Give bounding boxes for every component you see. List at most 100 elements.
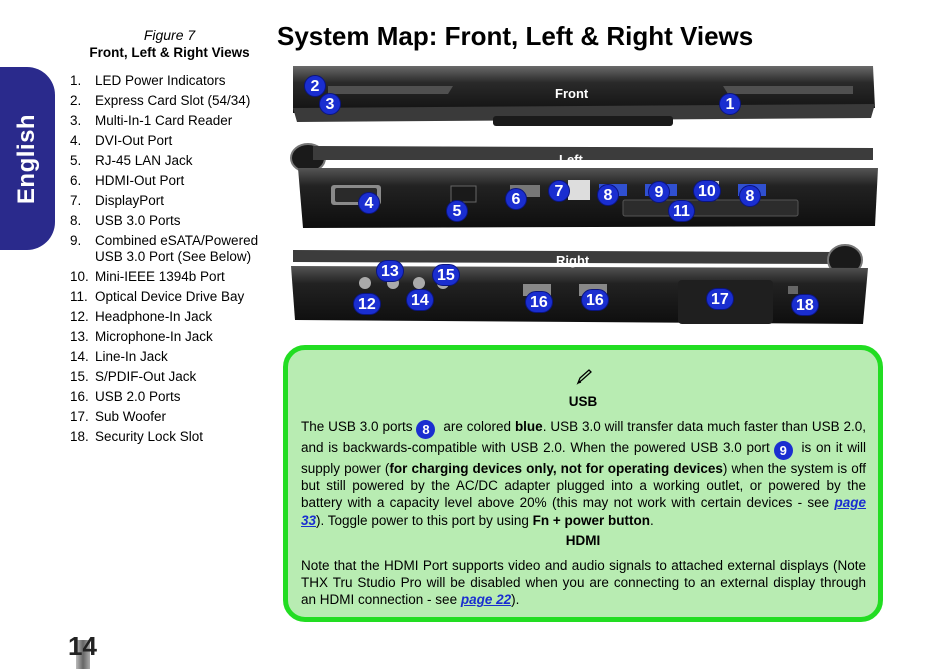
legend-num: 5. — [70, 152, 82, 168]
usb-text-bold: Fn + power button — [532, 512, 651, 528]
legend-num: 17. — [70, 409, 89, 425]
callout-badge: 9 — [648, 181, 670, 203]
legend-item: 14. Line-In Jack — [70, 349, 270, 366]
legend-text: Headphone-In Jack — [95, 309, 213, 325]
callout-badge: 6 — [505, 188, 527, 210]
usb-text-bold: blue — [514, 419, 543, 434]
callout-badge: 14 — [406, 289, 434, 311]
language-tab: English — [0, 67, 55, 250]
callout-badge: 10 — [693, 180, 721, 202]
legend-item: 17. Sub Woofer — [70, 409, 270, 426]
page-title: System Map: Front, Left & Right Views — [277, 21, 754, 51]
legend-text: HDMI-Out Port — [95, 172, 185, 188]
page-number-bar — [76, 640, 90, 669]
hdmi-text: ). — [511, 592, 520, 608]
usb3-port-badge: 8 — [416, 420, 436, 439]
front-view-image: Front 2 3 1 — [283, 58, 883, 133]
callout-badge: 12 — [353, 293, 381, 315]
right-view-image: Right 13 15 12 14 16 16 17 18 — [283, 238, 883, 328]
callout-badge: 11 — [668, 200, 695, 222]
callout-badge: 16 — [525, 291, 553, 313]
legend-num: 4. — [70, 132, 82, 148]
usb-text: . USB 3.0 will transfer data much faster… — [301, 419, 866, 455]
legend-item: 9. Combined eSATA/Powered USB 3.0 Port (S… — [70, 233, 270, 266]
legend-num: 9. — [70, 232, 82, 248]
legend-num: 2. — [70, 92, 82, 108]
legend-item: 15. S/PDIF-Out Jack — [70, 369, 270, 386]
legend-text: RJ-45 LAN Jack — [95, 152, 193, 168]
hdmi-paragraph: Note that the HDMI Port supports video a… — [301, 557, 866, 609]
hdmi-text: Note that the HDMI Port supports video a… — [301, 558, 866, 608]
legend-text: Security Lock Slot — [95, 429, 204, 445]
legend-num: 18. — [70, 429, 89, 445]
legend-text: Optical Device Drive Bay — [95, 289, 245, 305]
legend-item: 11. Optical Device Drive Bay — [70, 289, 270, 306]
legend-text: USB 3.0 Ports — [95, 212, 181, 228]
figure-title: Front, Left & Right Views — [89, 45, 250, 60]
page-number: 14 — [68, 631, 97, 661]
figure-caption: Figure 7 Front, Left & Right Views — [72, 27, 267, 61]
legend-text: Mini-IEEE 1394b Port — [95, 269, 225, 285]
legend-num: 15. — [70, 369, 89, 385]
legend-item: 16. USB 2.0 Ports — [70, 389, 270, 406]
callout-badge: 17 — [706, 288, 734, 310]
powered-usb-port-badge: 9 — [773, 441, 793, 460]
legend-num: 16. — [70, 389, 89, 405]
usb-text: is on it will supply power ( — [301, 440, 866, 476]
page-22-link[interactable]: page 22 — [460, 592, 512, 608]
usb-text: . — [650, 512, 654, 528]
page-33-link[interactable]: page 33 — [301, 495, 866, 528]
legend-text: S/PDIF-Out Jack — [95, 369, 197, 385]
callout-badge: 18 — [791, 294, 819, 316]
pencil-icon — [576, 369, 592, 385]
legend-item: 10. Mini-IEEE 1394b Port — [70, 269, 270, 286]
legend-num: 14. — [70, 349, 89, 365]
callout-badge: 13 — [376, 260, 404, 282]
legend-item: 5. RJ-45 LAN Jack — [70, 153, 270, 170]
callout-badge: 2 — [304, 75, 326, 97]
legend-num: 1. — [70, 73, 82, 88]
legend-num: 11. — [70, 289, 88, 305]
legend-text: DisplayPort — [95, 192, 165, 208]
legend-item: 12. Headphone-In Jack — [70, 309, 270, 326]
callout-badge: 8 — [597, 184, 619, 206]
legend-text: Express Card Slot (54/34) — [95, 92, 251, 108]
callout-badge: 5 — [446, 200, 468, 222]
legend-text: Sub Woofer — [95, 409, 167, 425]
legend-item: 6. HDMI-Out Port — [70, 173, 270, 190]
usb-text: ) when the system is off but still power… — [301, 461, 866, 511]
legend-num: 13. — [70, 329, 89, 345]
usb-text-bold: for charging devices only, not for opera… — [389, 461, 723, 476]
hdmi-heading: HDMI — [565, 533, 601, 548]
legend-text: Line-In Jack — [95, 349, 168, 365]
legend-num: 6. — [70, 172, 82, 188]
front-view-label: Front — [555, 86, 589, 101]
left-view-label: Left — [559, 152, 583, 167]
callout-badge: 4 — [358, 192, 380, 214]
callout-badge: 8 — [739, 185, 761, 207]
usb-text: The USB 3.0 ports — [301, 419, 413, 434]
legend-text: DVI-Out Port — [95, 132, 173, 148]
legend-item: 1. LED Power Indicators — [70, 73, 270, 90]
legend-text: USB 2.0 Ports — [95, 389, 181, 405]
callout-badge: 16 — [581, 289, 609, 311]
figure-number: Figure 7 — [143, 27, 196, 43]
callout-badge: 7 — [548, 180, 570, 202]
legend-text: Combined eSATA/Powered USB 3.0 Port (See… — [95, 232, 259, 265]
left-view-drawing — [290, 143, 878, 228]
legend-item: 18. Security Lock Slot — [70, 429, 270, 446]
left-view-image: Left 4 5 6 7 8 9 10 11 8 — [283, 138, 883, 233]
legend-text: Multi-In-1 Card Reader — [95, 112, 233, 128]
legend-text: LED Power Indicators — [95, 73, 226, 88]
legend-item: 2. Express Card Slot (54/34) — [70, 93, 270, 110]
callout-badge: 15 — [432, 264, 460, 286]
legend-num: 10. — [70, 269, 89, 285]
legend-num: 12. — [70, 309, 89, 325]
legend-item: 4. DVI-Out Port — [70, 133, 270, 150]
callout-badge: 1 — [719, 93, 741, 115]
legend-item: 13.Microphone-In Jack — [70, 329, 270, 346]
legend-item: 7.DisplayPort — [70, 193, 270, 210]
component-legend: 1. LED Power Indicators 2. Express Card Sl… — [70, 73, 270, 449]
